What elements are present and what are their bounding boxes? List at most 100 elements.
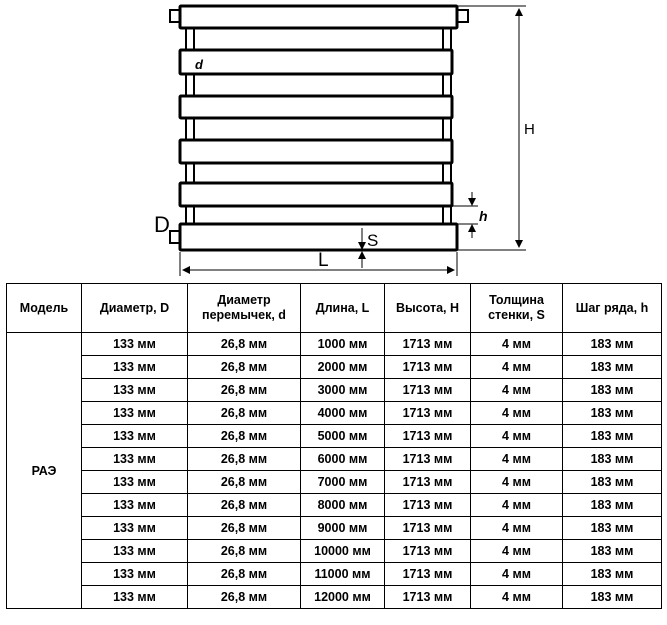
jumper-diameter-cell: 26,8 мм (187, 447, 301, 471)
row-pitch-cell: 183 мм (562, 447, 662, 471)
row-pitch-cell: 183 мм (562, 516, 662, 540)
row-pitch-cell: 183 мм (562, 378, 662, 402)
height-cell: 1713 мм (384, 332, 471, 356)
length-cell: 7000 мм (300, 470, 385, 494)
header-row-pitch: Шаг ряда, h (562, 283, 662, 333)
diameter-cell: 133 мм (81, 355, 188, 379)
label-S: S (367, 231, 378, 250)
diameter-cell: 133 мм (81, 470, 188, 494)
jumper-diameter-cell: 26,8 мм (187, 562, 301, 586)
jumper-diameter-cell: 26,8 мм (187, 401, 301, 425)
wall-thickness-cell: 4 мм (470, 493, 563, 517)
height-cell: 1713 мм (384, 355, 471, 379)
length-cell: 2000 мм (300, 355, 385, 379)
tubes (178, 4, 459, 252)
diameter-cell: 133 мм (81, 401, 188, 425)
row-pitch-cell: 183 мм (562, 401, 662, 425)
row-pitch-cell: 183 мм (562, 585, 662, 609)
length-cell: 4000 мм (300, 401, 385, 425)
wall-thickness-cell: 4 мм (470, 424, 563, 448)
row-pitch-cell: 183 мм (562, 493, 662, 517)
header-length: Длина, L (300, 283, 385, 333)
length-cell: 5000 мм (300, 424, 385, 448)
diameter-cell: 133 мм (81, 332, 188, 356)
length-cell: 10000 мм (300, 539, 385, 563)
label-d: d (195, 57, 204, 72)
wall-thickness-cell: 4 мм (470, 378, 563, 402)
jumper-diameter-cell: 26,8 мм (187, 424, 301, 448)
length-cell: 8000 мм (300, 493, 385, 517)
wall-thickness-cell: 4 мм (470, 447, 563, 471)
length-cell: 9000 мм (300, 516, 385, 540)
jumper-diameter-cell: 26,8 мм (187, 355, 301, 379)
label-L: L (318, 250, 329, 271)
wall-thickness-cell: 4 мм (470, 562, 563, 586)
row-pitch-cell: 183 мм (562, 355, 662, 379)
diameter-cell: 133 мм (81, 424, 188, 448)
height-cell: 1713 мм (384, 378, 471, 402)
jumper-diameter-cell: 26,8 мм (187, 493, 301, 517)
row-pitch-cell: 183 мм (562, 424, 662, 448)
dimension-H (458, 5, 526, 251)
diameter-cell: 133 мм (81, 516, 188, 540)
row-pitch-cell: 183 мм (562, 539, 662, 563)
wall-thickness-cell: 4 мм (470, 539, 563, 563)
model-cell: РАЭ (6, 332, 82, 609)
length-cell: 12000 мм (300, 585, 385, 609)
height-cell: 1713 мм (384, 447, 471, 471)
height-cell: 1713 мм (384, 424, 471, 448)
wall-thickness-cell: 4 мм (470, 470, 563, 494)
nozzles (169, 9, 469, 244)
jumper-diameter-cell: 26,8 мм (187, 539, 301, 563)
row-pitch-cell: 183 мм (562, 562, 662, 586)
header-jumper-diameter: Диаметр перемычек, d (187, 283, 301, 333)
row-pitch-cell: 183 мм (562, 332, 662, 356)
wall-thickness-cell: 4 мм (470, 516, 563, 540)
diameter-cell: 133 мм (81, 493, 188, 517)
wall-thickness-cell: 4 мм (470, 355, 563, 379)
length-cell: 3000 мм (300, 378, 385, 402)
wall-thickness-cell: 4 мм (470, 332, 563, 356)
dimension-L (179, 252, 458, 276)
dimension-S (352, 228, 374, 268)
diameter-cell: 133 мм (81, 562, 188, 586)
height-cell: 1713 мм (384, 539, 471, 563)
jumper-diameter-cell: 26,8 мм (187, 516, 301, 540)
label-h: h (479, 208, 488, 224)
table-header-row: Модель Диаметр, D Диаметр перемычек, d Д… (6, 283, 662, 333)
diameter-cell: 133 мм (81, 539, 188, 563)
jumper-diameter-cell: 26,8 мм (187, 378, 301, 402)
height-cell: 1713 мм (384, 493, 471, 517)
header-diameter: Диаметр, D (81, 283, 188, 333)
length-cell: 1000 мм (300, 332, 385, 356)
diameter-cell: 133 мм (81, 447, 188, 471)
jumper-diameter-cell: 26,8 мм (187, 332, 301, 356)
length-cell: 11000 мм (300, 562, 385, 586)
height-cell: 1713 мм (384, 516, 471, 540)
height-cell: 1713 мм (384, 470, 471, 494)
header-wall-thickness: Толщина стенки, S (470, 283, 563, 333)
jumper-diameter-cell: 26,8 мм (187, 470, 301, 494)
diameter-cell: 133 мм (81, 585, 188, 609)
diameter-cell: 133 мм (81, 378, 188, 402)
label-H: H (524, 121, 535, 138)
height-cell: 1713 мм (384, 401, 471, 425)
wall-thickness-cell: 4 мм (470, 585, 563, 609)
row-pitch-cell: 183 мм (562, 470, 662, 494)
dimension-h (452, 192, 478, 238)
spec-table: Модель Диаметр, D Диаметр перемычек, d Д… (6, 283, 662, 609)
length-cell: 6000 мм (300, 447, 385, 471)
radiator-drawing: d D S L H h (154, 4, 535, 276)
